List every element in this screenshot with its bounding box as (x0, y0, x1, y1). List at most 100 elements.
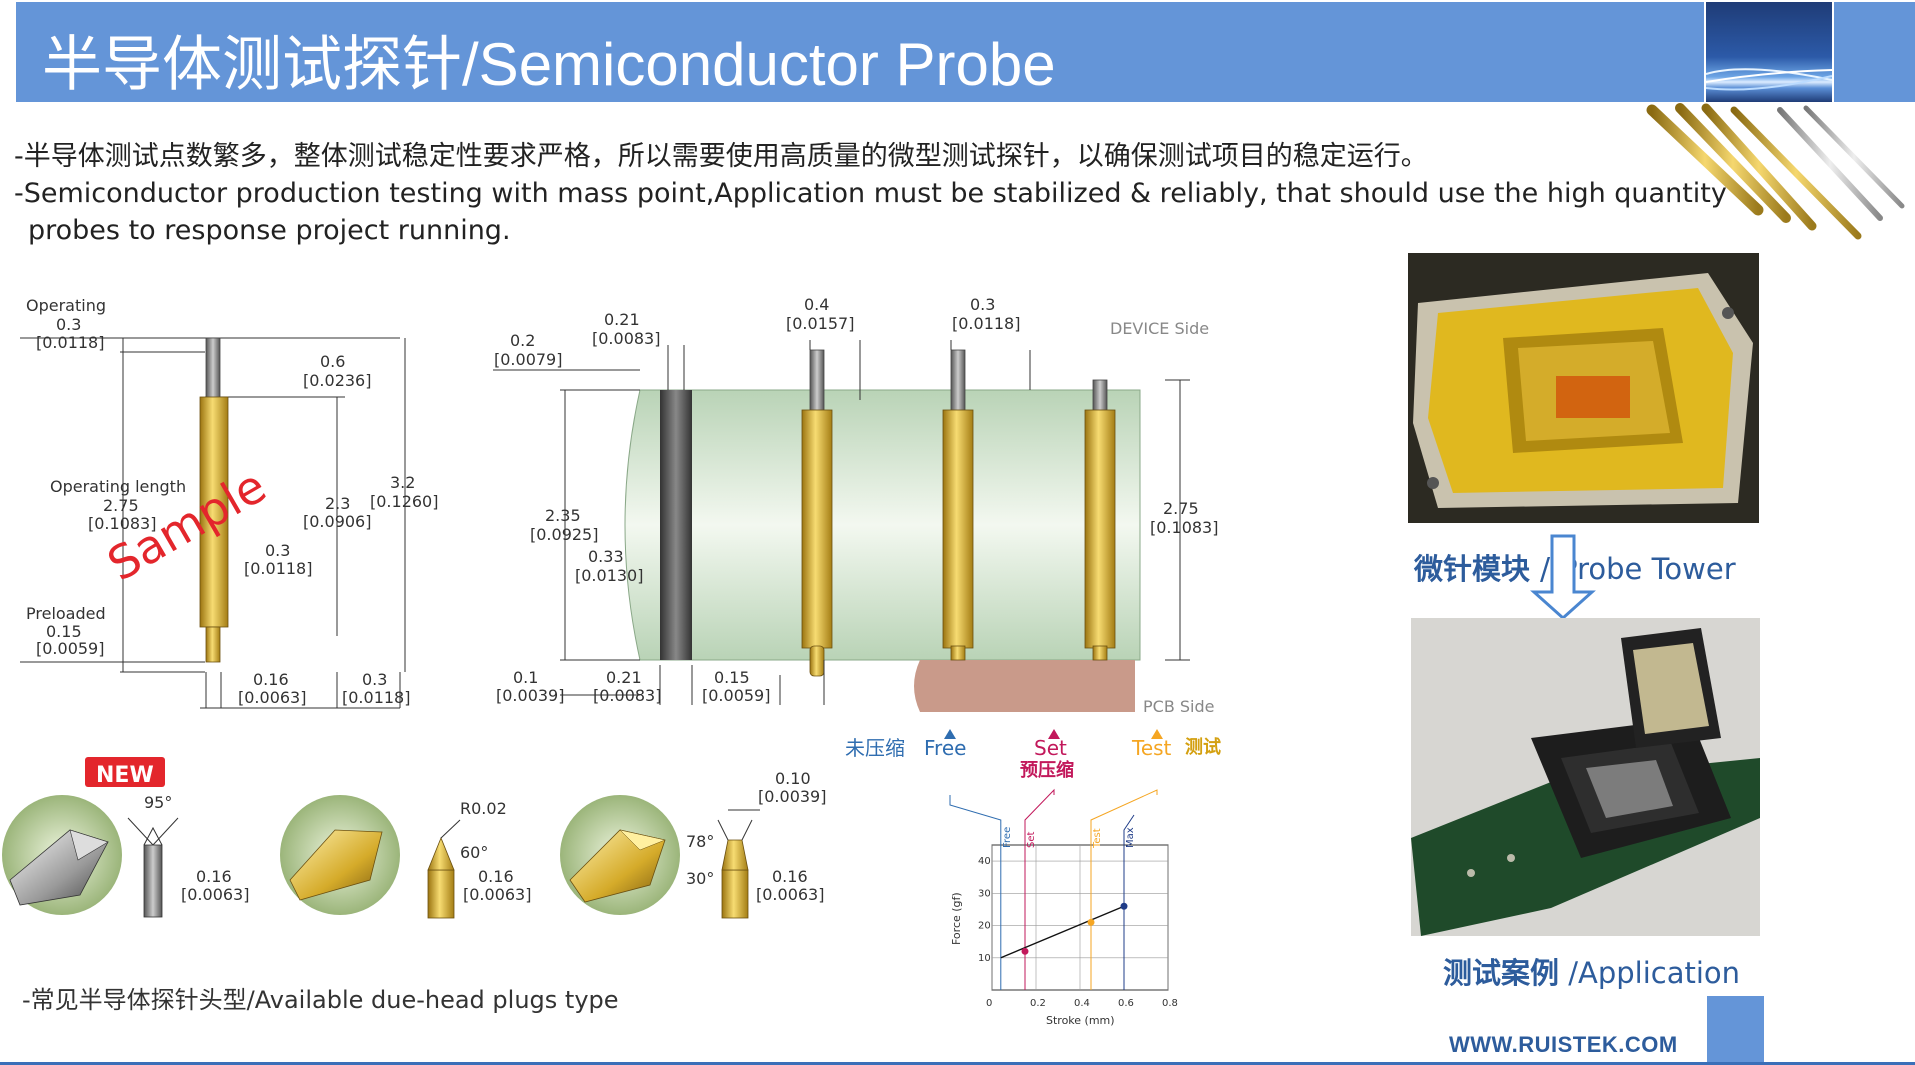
head-types-caption: -常见半导体探针头型/Available due-head plugs type (22, 986, 619, 1014)
arrow-down-icon (1530, 534, 1596, 621)
tower-label-d03-in: [0.0118] (952, 314, 1020, 333)
tower-label-d01-in: [0.0039] (496, 686, 564, 705)
tower-label-d275: 2.75 (1163, 499, 1199, 518)
tower-label-d021b-in: [0.0083] (593, 686, 661, 705)
chart-ytick: 40 (978, 856, 991, 867)
label-d32: 3.2 (390, 473, 415, 492)
head2-angle: 60° (460, 843, 488, 862)
probe-tower-label-zh: 微针模块 (1414, 552, 1531, 586)
tower-label-d235-in: [0.0925] (530, 525, 598, 544)
tower-label-d015: 0.15 (714, 668, 750, 687)
needles-image (1646, 103, 1905, 240)
chart-tag-free: Free (1002, 827, 1013, 848)
head3-angle2: 30° (686, 869, 714, 888)
chart-xtick: 0.8 (1162, 998, 1178, 1009)
website-link[interactable]: WWW.RUISTEK.COM (1449, 1032, 1678, 1057)
chart-free-en: Free (924, 736, 966, 760)
tower-label-d02-in: [0.0079] (494, 350, 562, 369)
chart-leader-test (1090, 789, 1158, 990)
technical-drawings: Operating 0.3 [0.0118] 0.6 [0.0236] Oper… (2, 295, 1221, 1027)
head3-in: [0.0063] (756, 885, 824, 904)
label-operating-in: [0.0118] (36, 333, 104, 352)
tower-label-d021: 0.21 (604, 310, 640, 329)
new-badge: NEW (85, 757, 165, 788)
chart-tag-test: Test (1092, 828, 1103, 849)
chart-test-zh: 测试 (1185, 736, 1221, 758)
chart-point-max (1120, 902, 1128, 910)
label-operating: Operating (26, 296, 106, 315)
header-decor-image (1706, 2, 1832, 102)
chart-xtick: 0.4 (1074, 998, 1090, 1009)
tower-dimension-lines (493, 340, 1190, 705)
page-title: 半导体测试探针/Semiconductor Probe (42, 31, 1056, 98)
label-preloaded-val: 0.15 (46, 622, 82, 641)
intro-line-en-2: probes to response project running. (28, 215, 511, 246)
chart-xtick: 0.6 (1118, 998, 1134, 1009)
footer-line (0, 1062, 1915, 1065)
head1-angle: 95° (144, 793, 172, 812)
head3-val: 0.16 (772, 867, 808, 886)
probe-tower-label: 微针模块/Probe Tower (1414, 546, 1736, 588)
probe-tower-label-en: Probe Tower (1560, 552, 1736, 586)
application-label-zh: 测试案例 (1443, 956, 1560, 990)
tower-label-d015-in: [0.0059] (702, 686, 770, 705)
label-d32-in: [0.1260] (370, 492, 438, 511)
label-d016-in: [0.0063] (238, 688, 306, 707)
label-d06: 0.6 (320, 352, 345, 371)
chart-point-test (1087, 918, 1095, 926)
label-d03b: 0.3 (362, 670, 387, 689)
label-d03: 0.3 (265, 541, 290, 560)
pcb-side-label: PCB Side (1143, 697, 1214, 716)
chart-xtick: 0.2 (1030, 998, 1046, 1009)
tower-label-d021-in: [0.0083] (592, 329, 660, 348)
label-d23: 2.3 (325, 494, 350, 513)
head1-in: [0.0063] (181, 885, 249, 904)
head2-val: 0.16 (478, 867, 514, 886)
chart-point-set (1021, 947, 1029, 955)
label-preloaded-in: [0.0059] (36, 639, 104, 658)
tower-label-d021b: 0.21 (606, 668, 642, 687)
chart-test-en: Test (1131, 736, 1172, 760)
title-bar: 半导体测试探针/Semiconductor Probe (16, 2, 1704, 102)
single-probe (199, 337, 229, 663)
chart-leader-free (949, 795, 1002, 990)
tower-label-d033-in: [0.0130] (575, 566, 643, 585)
head-type-3 (560, 795, 760, 919)
tower-label-d01: 0.1 (513, 668, 538, 687)
chart-leader-max (1123, 814, 1135, 990)
application-photo (1411, 618, 1760, 936)
head3-top-in: [0.0039] (758, 787, 826, 806)
force-stroke-chart: 未压缩 Free Set 预压缩 Test 测试 Stroke (mm) For… (845, 729, 1221, 1027)
head1-val: 0.16 (196, 867, 232, 886)
intro-line-en-1: -Semiconductor production testing with m… (14, 178, 1727, 209)
label-d03-in: [0.0118] (244, 559, 312, 578)
probe-tower-photo (1408, 253, 1759, 523)
label-d016: 0.16 (253, 670, 289, 689)
footer-block (1707, 996, 1764, 1065)
chart-ytick: 10 (978, 953, 991, 964)
head3-top: 0.10 (775, 769, 811, 788)
chart-leader-set (1024, 788, 1055, 990)
label-preloaded: Preloaded (26, 604, 106, 623)
head-type-2 (280, 795, 461, 919)
label-d06-in: [0.0236] (303, 371, 371, 390)
chart-ytick: 30 (978, 888, 991, 899)
chart-ytick: 20 (978, 921, 991, 932)
tower-label-d275-in: [0.1083] (1150, 518, 1218, 537)
intro-text: -半导体测试点数繁多，整体测试稳定性要求严格，所以需要使用高质量的微型测试探针，… (14, 138, 1727, 249)
tower-label-d03: 0.3 (970, 295, 995, 314)
head2-radius: R0.02 (460, 799, 507, 818)
title-bar-end (1834, 2, 1915, 102)
chart-ylabel: Force (gf) (950, 892, 963, 945)
head-type-1 (2, 795, 179, 918)
label-d03b-in: [0.0118] (342, 688, 410, 707)
label-ol-val: 2.75 (103, 496, 139, 515)
application-label-en: /Application (1568, 956, 1741, 990)
chart-xlabel: Stroke (mm) (1046, 1014, 1115, 1027)
chart-set-en: Set (1034, 736, 1067, 760)
label-d23-in: [0.0906] (303, 512, 371, 531)
application-label: 测试案例 /Application (1443, 950, 1740, 992)
label-operating-val: 0.3 (56, 315, 81, 334)
chart-xtick: 0 (986, 998, 992, 1009)
chart-free-zh: 未压缩 (845, 736, 905, 760)
